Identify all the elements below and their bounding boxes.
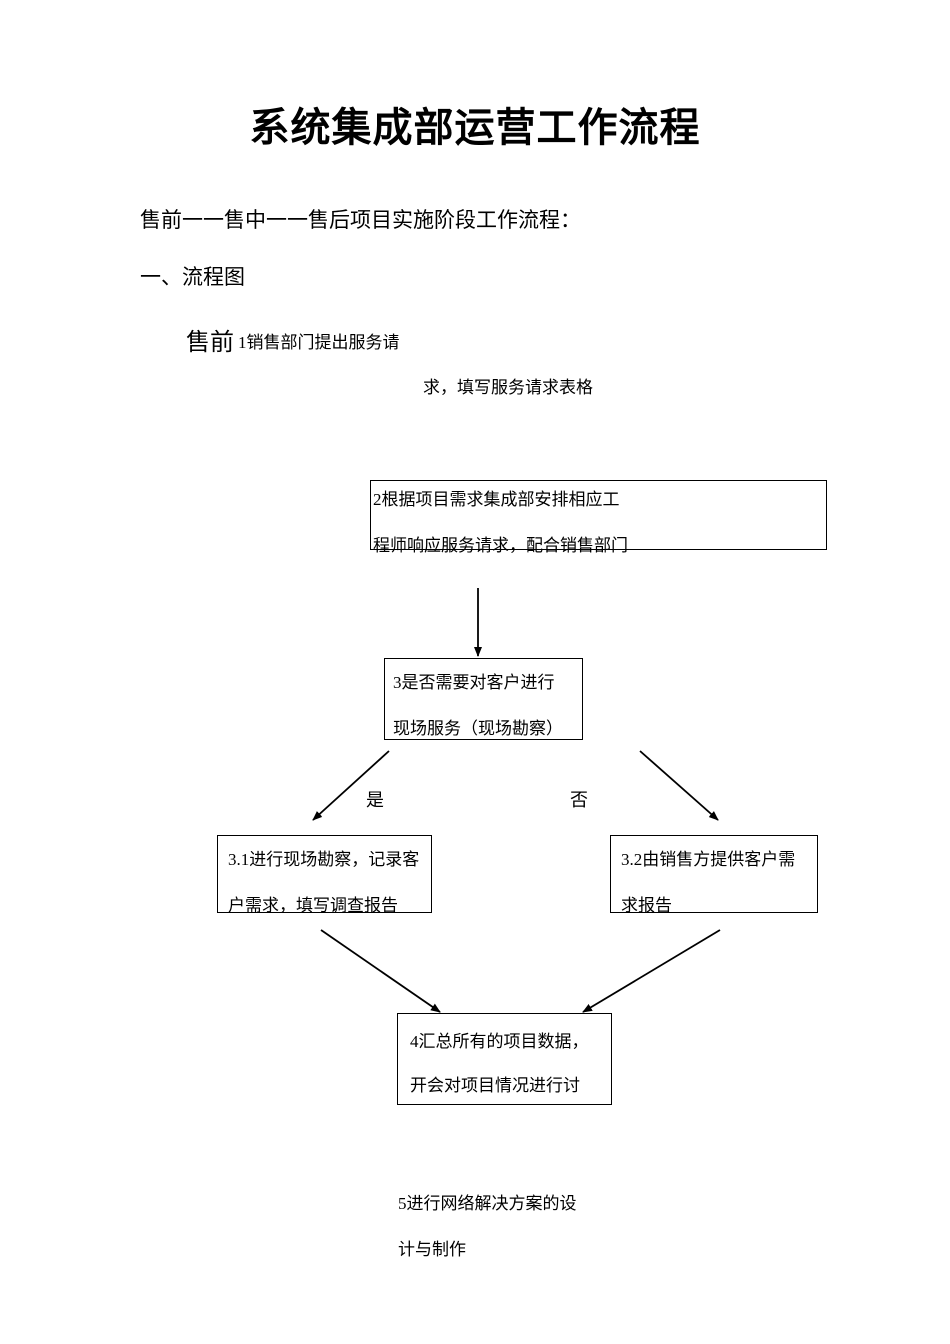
connector-node32-to-node4 <box>582 929 721 1013</box>
flow-node-3-line-2: 现场服务（现场勘察） <box>393 719 563 738</box>
flow-node-2-box: 2根据项目需求集成部安排相应工 程师响应服务请求，配合销售部门 <box>370 480 827 555</box>
flow-node-4-box: 4汇总所有的项目数据， 开会对项目情况进行讨 <box>397 1013 612 1105</box>
flow-node-3-line-1: 3是否需要对客户进行 <box>393 673 555 692</box>
connector-node3-to-node32 <box>639 750 719 821</box>
page-title: 系统集成部运营工作流程 <box>249 105 701 150</box>
branch-label-no: 否 <box>570 790 588 810</box>
connector-node31-to-node4 <box>320 929 441 1013</box>
flow-node-1-line-2: 求，填写服务请求表格 <box>423 378 593 397</box>
flow-node-4-line-2: 开会对项目情况进行讨 <box>410 1076 580 1095</box>
flow-node-3-2-line-2: 求报告 <box>621 896 672 915</box>
document-subtitle: 售前一一售中一一售后项目实施阶段工作流程： <box>140 208 581 232</box>
flow-node-4-line-1: 4汇总所有的项目数据， <box>410 1032 589 1051</box>
flow-node-3-2-box: 3.2由销售方提供客户需 求报告 <box>610 835 818 915</box>
flow-node-3-1-line-2: 户需求，填写调查报告 <box>228 896 398 915</box>
flow-node-3-1-box: 3.1进行现场勘察，记录客 户需求，填写调查报告 <box>217 835 432 915</box>
flow-node-5-line-2: 计与制作 <box>398 1240 466 1259</box>
section-heading-flowchart: 一、流程图 <box>140 265 245 289</box>
flow-node-5-line-1: 5进行网络解决方案的设 <box>398 1194 577 1213</box>
flow-node-2-line-1: 2根据项目需求集成部安排相应工 <box>373 490 620 509</box>
branch-label-yes: 是 <box>366 790 384 810</box>
flow-node-2-line-2: 程师响应服务请求，配合销售部门 <box>373 536 628 555</box>
stage-label-presale: 售前 <box>186 330 234 356</box>
flow-node-3-1-line-1: 3.1进行现场勘察，记录客 <box>228 850 420 869</box>
flow-node-3-box: 3是否需要对客户进行 现场服务（现场勘察） <box>384 658 583 740</box>
flow-node-3-2-line-1: 3.2由销售方提供客户需 <box>621 850 796 869</box>
flow-node-1-line-1: 1销售部门提出服务请 <box>238 333 400 352</box>
